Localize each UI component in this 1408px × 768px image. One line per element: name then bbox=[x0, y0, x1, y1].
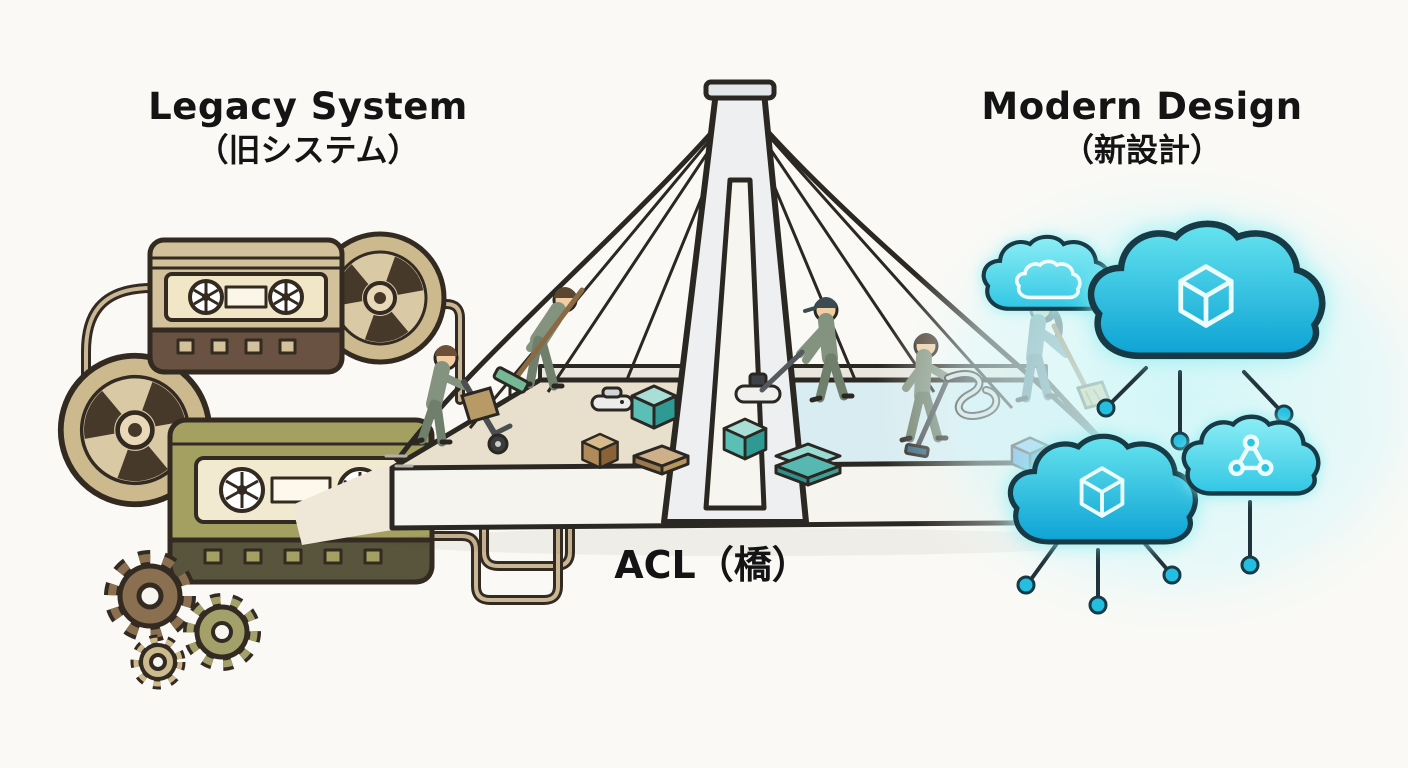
modern-title: Modern Design bbox=[981, 85, 1303, 128]
bridge-label: ACL（橋） bbox=[614, 543, 810, 587]
cloud-glow bbox=[875, 150, 1408, 650]
hand-truck-icon bbox=[460, 379, 513, 455]
robot-vacuum-icon bbox=[590, 386, 634, 412]
scrubber-icon bbox=[492, 287, 585, 394]
gear-icon bbox=[104, 550, 196, 642]
gear-icon bbox=[130, 634, 186, 690]
cassette-tape-icon bbox=[147, 237, 345, 375]
legacy-title: Legacy System bbox=[148, 85, 468, 128]
modern-design-group bbox=[875, 150, 1408, 650]
gear-icon bbox=[183, 593, 261, 671]
modern-subtitle: （新設計） bbox=[1061, 131, 1222, 169]
worker-figure bbox=[384, 345, 513, 468]
floor-sweeper-icon bbox=[734, 372, 782, 404]
ramp-wedge bbox=[292, 462, 392, 545]
worker-figure bbox=[492, 287, 585, 394]
legacy-system-group bbox=[61, 234, 575, 690]
legacy-subtitle: （旧システム） bbox=[196, 131, 420, 169]
worker-figure bbox=[759, 297, 855, 403]
